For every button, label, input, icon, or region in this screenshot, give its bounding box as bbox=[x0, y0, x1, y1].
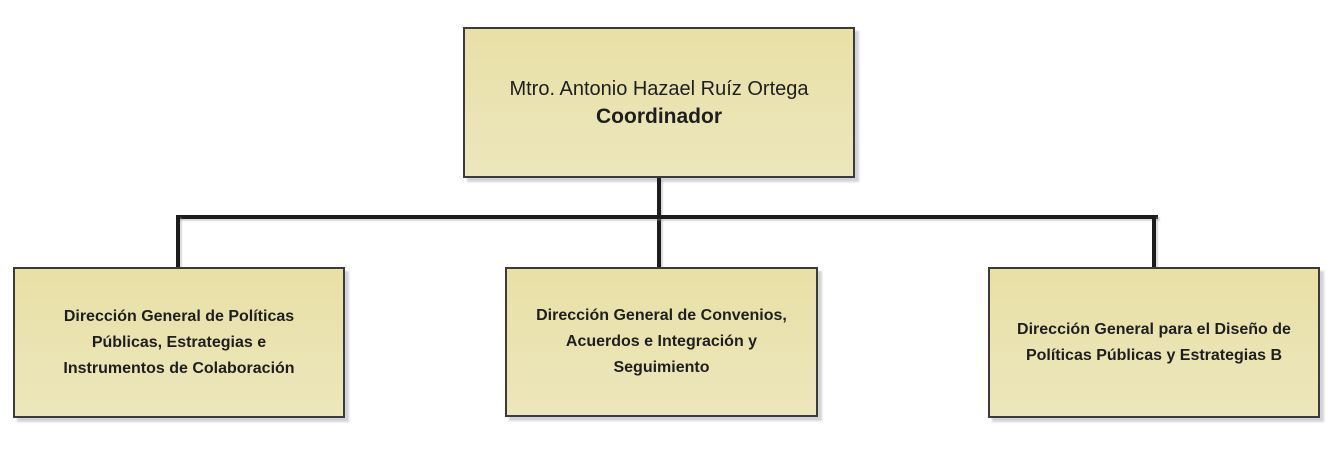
org-node-dg-convenios[interactable]: Dirección General de Convenios, Acuerdos… bbox=[505, 267, 818, 417]
connector-drop-left bbox=[176, 215, 180, 267]
org-node-dg-politicas-publicas[interactable]: Dirección General de Políticas Públicas,… bbox=[13, 267, 345, 418]
org-node-label: Dirección General para el Diseño de Polí… bbox=[1017, 320, 1291, 364]
org-node-label: Dirección General de Políticas Públicas,… bbox=[63, 307, 295, 377]
connector-stem bbox=[657, 178, 661, 267]
org-node-dg-diseno-politicas[interactable]: Dirección General para el Diseño de Polí… bbox=[988, 267, 1320, 418]
coordinator-name: Mtro. Antonio Hazael Ruíz Ortega bbox=[509, 77, 809, 100]
connector-drop-right bbox=[1152, 215, 1156, 267]
org-node-label: Dirección General de Convenios, Acuerdos… bbox=[536, 307, 787, 376]
org-node-coordinator[interactable]: Mtro. Antonio Hazael Ruíz Ortega Coordin… bbox=[463, 27, 855, 178]
coordinator-title: Coordinador bbox=[596, 104, 722, 128]
connector-horizontal-bar bbox=[176, 215, 1158, 219]
